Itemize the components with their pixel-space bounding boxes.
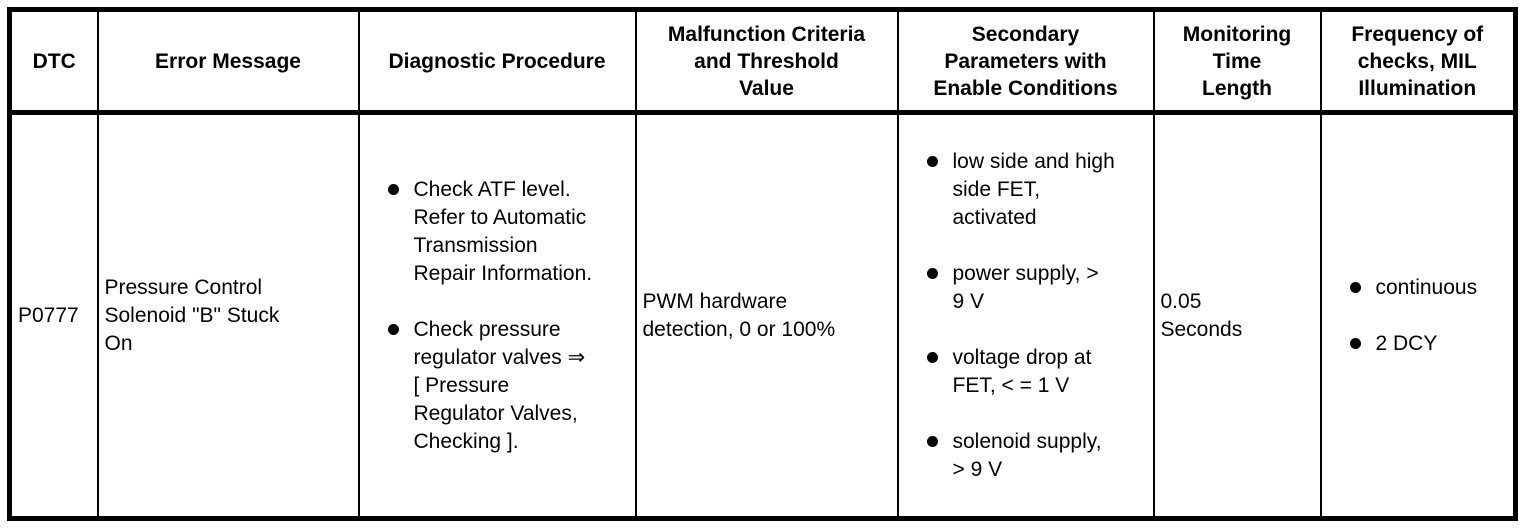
cell-monitoring-time: 0.05 Seconds	[1152, 111, 1322, 520]
document-page: DTC Error Message Diagnostic Procedure M…	[7, 7, 1518, 521]
cell-dtc: P0777	[8, 111, 99, 520]
bullet-item: 2 DCY	[1328, 330, 1508, 358]
bullet-item: continuous	[1328, 274, 1508, 302]
frequency-list: continuous 2 DCY	[1328, 274, 1508, 358]
header-diagnostic-procedure: Diagnostic Procedure	[357, 8, 637, 115]
header-monitoring-time: Monitoring Time Length	[1152, 8, 1322, 115]
table-header-row: DTC Error Message Diagnostic Procedure M…	[8, 8, 1517, 115]
cell-malfunction-criteria: PWM hardware detection, 0 or 100%	[634, 111, 899, 520]
header-error-message: Error Message	[96, 8, 360, 115]
dtc-table: DTC Error Message Diagnostic Procedure M…	[7, 7, 1518, 521]
bullet-item: Check pressure regulator valves ⇒ [ Pres…	[366, 316, 629, 456]
bullet-item: low side and high side FET, activated	[905, 148, 1147, 232]
header-secondary-parameters: Secondary Parameters with Enable Conditi…	[896, 8, 1155, 115]
bullet-item: power supply, > 9 V	[905, 260, 1147, 316]
header-malfunction-criteria: Malfunction Criteria and Threshold Value	[634, 8, 899, 115]
header-frequency: Frequency of checks, MIL Illumination	[1319, 8, 1517, 115]
table-row: P0777 Pressure Control Solenoid "B" Stuc…	[8, 111, 1517, 520]
cell-diagnostic-procedure: Check ATF level. Refer to Automatic Tran…	[357, 111, 637, 520]
cell-secondary-parameters: low side and high side FET, activated pow…	[896, 111, 1155, 520]
cell-frequency: continuous 2 DCY	[1319, 111, 1517, 520]
bullet-item: solenoid supply, > 9 V	[905, 428, 1147, 484]
cell-error-message: Pressure Control Solenoid "B" Stuck On	[96, 111, 360, 520]
secondary-parameters-list: low side and high side FET, activated pow…	[905, 148, 1147, 484]
diagnostic-procedure-list: Check ATF level. Refer to Automatic Tran…	[366, 176, 629, 456]
bullet-item: Check ATF level. Refer to Automatic Tran…	[366, 176, 629, 288]
header-dtc: DTC	[8, 8, 99, 115]
bullet-item: voltage drop at FET, < = 1 V	[905, 344, 1147, 400]
